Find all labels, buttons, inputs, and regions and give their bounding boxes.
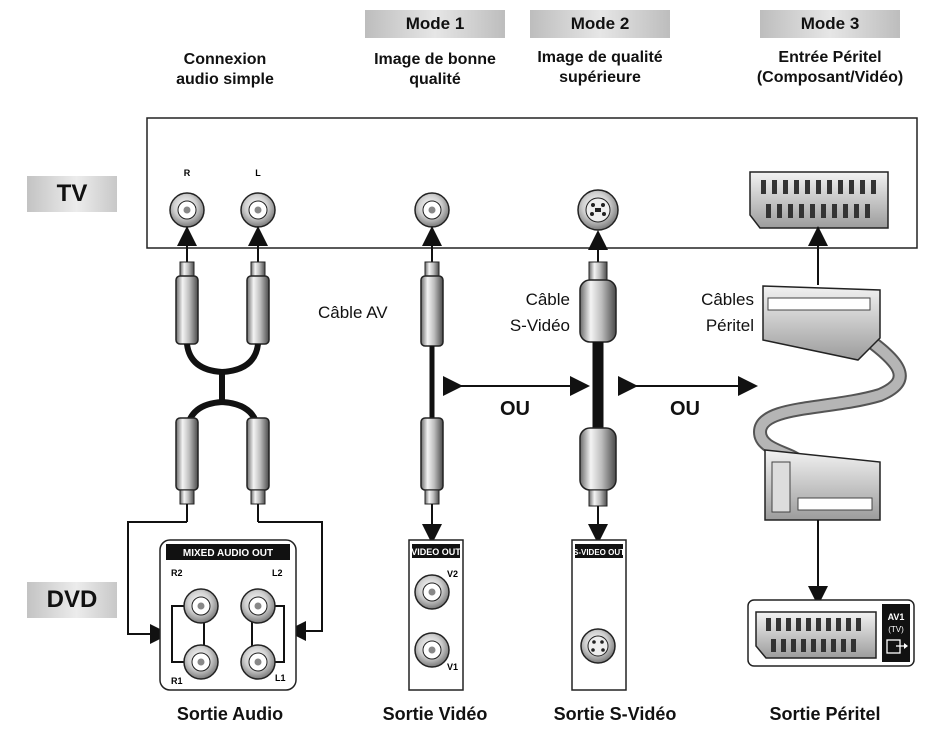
dvd-scart-panel: AV1 (TV) [747,599,915,667]
mode-1-tag: Mode 1 [365,10,505,38]
mode-1-description: Image de bonne qualité [345,50,525,90]
or-separator-2: OU [670,398,700,420]
r1-label: R1 [171,676,183,686]
audio-title-line1: Connexion [183,51,267,68]
mode-2-line1: Image de qualité [537,49,663,66]
av-cable [420,261,444,505]
scart-output-label: Sortie Péritel [769,704,881,724]
scart-output-icon [886,639,908,654]
svideo-cable-line2: S-Vidéo [509,316,570,335]
audio-title-line2: audio simple [176,71,274,88]
l2-label: L2 [272,568,283,578]
mode-2-tag: Mode 2 [530,10,670,38]
tv-tag: TV [27,176,117,212]
svideo-cable-line1: Câble [525,290,570,309]
dvd-svideo-out-panel: S-VIDEO OUT [571,539,627,691]
tv-jack-r-label: R [184,168,191,178]
av-cable-label: Câble AV [318,303,388,322]
tv-audio-l-jack [240,192,276,228]
tv-audio-r-jack [169,192,205,228]
tv-jack-l-label: L [255,168,261,178]
scart-cable [752,285,907,521]
mode-1-line1: Image de bonne [374,51,496,68]
audio-output-label: Sortie Audio [176,704,284,724]
mode-3-description: Entrée Péritel (Composant/Vidéo) [730,48,930,88]
tv-scart-socket [749,171,889,229]
mode-1-line2: qualité [409,71,461,88]
mode-2-line2: supérieure [559,69,641,86]
svideo-out-label: S-VIDEO OUT [573,548,625,557]
scart-cable-label: Câbles Péritel [684,287,754,339]
svideo-output-label: Sortie S-Vidéo [553,704,677,724]
mode-3-line2: (Composant/Vidéo) [756,69,904,86]
scart-cable-line1: Câbles [701,290,754,309]
tv-svideo-jack [577,189,619,231]
r2-label: R2 [171,568,183,578]
audio-cable [175,261,270,505]
mode-2-description: Image de qualité supérieure [515,48,685,88]
av1-sub-label: (TV) [888,625,904,634]
mode-3-line1: Entrée Péritel [778,49,882,66]
video-output-label: Sortie Vidéo [382,704,488,724]
or-separator-1: OU [500,398,530,420]
mixed-audio-label: MIXED AUDIO OUT [183,548,273,559]
tv-video-jack [414,192,450,228]
av1-label: AV1 [888,612,905,622]
scart-cable-line2: Péritel [705,316,754,335]
mode-3-tag: Mode 3 [760,10,900,38]
svideo-cable [579,261,617,507]
v2-label: V2 [447,569,458,579]
dvd-mixed-audio-panel: MIXED AUDIO OUT R2 L2 R1 L1 [159,539,297,691]
svideo-cable-label: Câble S-Vidéo [500,287,570,339]
l1-label: L1 [275,673,286,683]
dvd-tag: DVD [27,582,117,618]
video-out-label: VIDEO OUT [411,547,461,557]
audio-connection-title: Connexion audio simple [150,50,300,90]
dvd-video-out-panel: VIDEO OUT V2 V1 [408,539,464,691]
v1-label: V1 [447,662,458,672]
